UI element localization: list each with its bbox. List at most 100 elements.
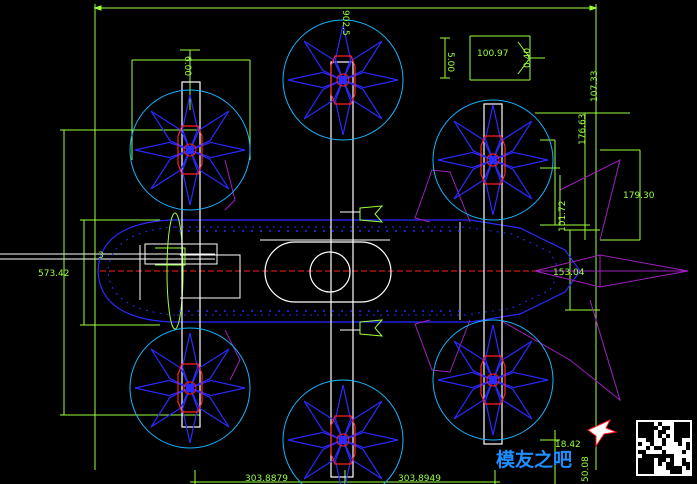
rivet <box>179 230 181 232</box>
motor-shaft <box>486 153 500 167</box>
qr-module <box>674 434 678 438</box>
rotor-blade <box>334 78 352 136</box>
rivet <box>314 230 316 232</box>
rotor-blade <box>150 348 192 390</box>
rotor-blade <box>287 431 345 449</box>
qr-module <box>662 450 666 454</box>
rotor-blade <box>341 40 383 82</box>
rivet <box>260 310 262 312</box>
rotor-6 <box>432 319 554 441</box>
rotor-3 <box>432 99 554 221</box>
motor-core <box>339 76 347 84</box>
rivet <box>449 310 451 312</box>
qr-module <box>638 450 642 454</box>
rivet <box>404 310 406 312</box>
rivet <box>368 310 370 312</box>
qr-module <box>674 438 678 442</box>
qr-module <box>642 434 646 438</box>
rotor-blade <box>491 340 533 382</box>
rivet <box>188 310 190 312</box>
rotor-blade <box>334 24 352 82</box>
qr-module <box>650 470 654 474</box>
qr-module <box>670 462 674 466</box>
rotor-blade <box>150 110 192 152</box>
rotor-blade <box>188 148 230 190</box>
qr-module <box>678 422 682 426</box>
qr-module <box>658 454 662 458</box>
rivet <box>305 230 307 232</box>
qr-module <box>674 466 678 470</box>
qr-module <box>658 422 662 426</box>
qr-module <box>642 458 646 462</box>
motor-core <box>186 384 194 392</box>
qr-module <box>650 422 654 426</box>
rotor-blade <box>491 158 533 200</box>
rivet <box>422 310 424 312</box>
qr-module <box>654 446 658 450</box>
rivet <box>206 310 208 312</box>
qr-module <box>642 462 646 466</box>
rotor-blade <box>341 431 399 449</box>
qr-module <box>642 466 646 470</box>
qr-module <box>650 438 654 442</box>
qr-module <box>670 458 674 462</box>
rivet <box>323 230 325 232</box>
qr-module <box>682 426 686 430</box>
qr-module <box>678 442 682 446</box>
rotor-blade <box>453 378 495 420</box>
rivet <box>341 310 343 312</box>
qr-module <box>646 458 650 462</box>
rivet <box>206 230 208 232</box>
qr-module <box>682 434 686 438</box>
qr-module <box>682 422 686 426</box>
rivet <box>251 310 253 312</box>
rivet <box>458 310 460 312</box>
rivet <box>449 230 451 232</box>
qr-module <box>654 426 658 430</box>
rotor-blade <box>188 348 230 390</box>
qr-module <box>678 426 682 430</box>
rotor-blade <box>181 332 199 390</box>
qr-module <box>650 454 654 458</box>
qr-module <box>646 438 650 442</box>
qr-module <box>638 462 642 466</box>
rivet <box>404 230 406 232</box>
qr-module <box>662 430 666 434</box>
qr-module <box>666 454 670 458</box>
rotor-blade <box>287 71 345 89</box>
rivet <box>377 230 379 232</box>
qr-module <box>666 434 670 438</box>
qr-module <box>650 442 654 446</box>
qr-module <box>650 434 654 438</box>
rotor-blade <box>188 386 230 428</box>
rivet <box>359 230 361 232</box>
rotor-hub <box>177 125 203 175</box>
qr-module <box>686 430 690 434</box>
rivet <box>269 230 271 232</box>
fuselage <box>97 205 610 337</box>
rotor-blade <box>437 151 495 169</box>
qr-module <box>678 470 682 474</box>
qr-module <box>662 458 666 462</box>
rivet <box>332 310 334 312</box>
dim-right-a: 107.33 <box>590 71 600 103</box>
qr-module <box>638 470 642 474</box>
qr-module <box>642 450 646 454</box>
dim-right-b: 176.63 <box>578 114 588 146</box>
watermark: 模友之吧 <box>496 418 692 476</box>
rotor-blade <box>437 371 495 389</box>
qr-module <box>638 458 642 462</box>
qr-module <box>686 442 690 446</box>
qr-module <box>646 454 650 458</box>
qr-module <box>674 422 678 426</box>
qr-module <box>646 426 650 430</box>
rivet <box>233 310 235 312</box>
dim-left-small: 5.00 <box>445 52 455 72</box>
dim-detail-width: 100.97 <box>477 49 509 59</box>
qr-module <box>674 430 678 434</box>
rotor-hub <box>177 363 203 413</box>
rivet <box>242 230 244 232</box>
rivet <box>296 310 298 312</box>
rivet <box>386 310 388 312</box>
motor-shaft <box>486 373 500 387</box>
